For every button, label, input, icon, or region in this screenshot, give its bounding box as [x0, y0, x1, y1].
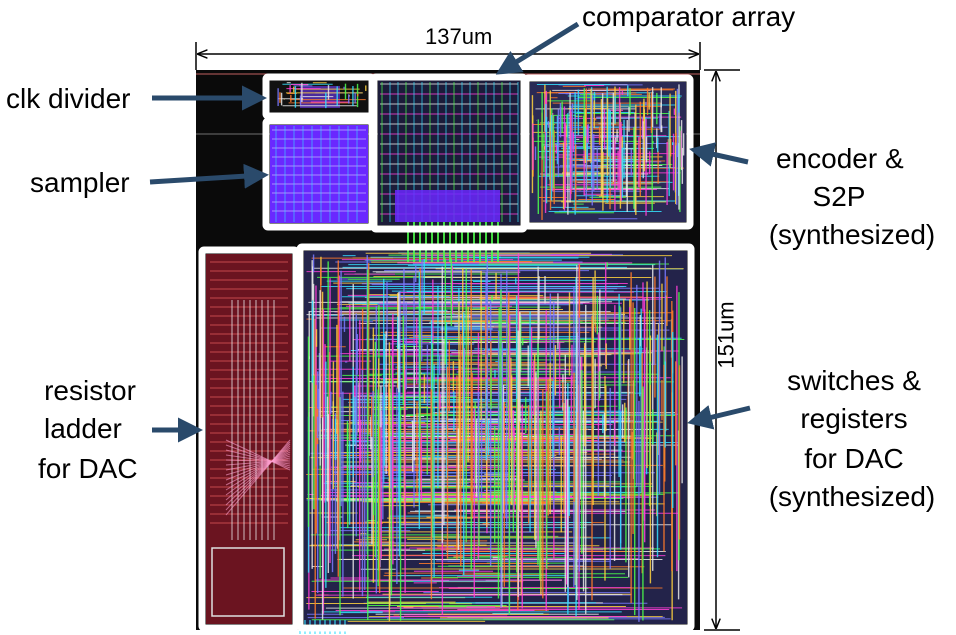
resistor-ladder-label-2: ladder [44, 413, 122, 444]
layout-trace [225, 449, 291, 467]
clk-divider-block [270, 80, 368, 112]
switches-registers-label-4: (synthesized) [768, 481, 936, 512]
layout-trace [225, 449, 291, 491]
switches-registers-label-1: switches & [787, 365, 921, 396]
resistor-ladder-block [206, 254, 292, 624]
resistor-ladder-lines [210, 261, 291, 540]
layout-trace [225, 443, 291, 506]
layout-trace [225, 455, 291, 476]
encoder-s2p-label-2: S2P [812, 181, 866, 212]
callout-arrows [149, 21, 751, 443]
switches-routes [306, 252, 685, 622]
sampler-label: sampler [30, 167, 130, 198]
encoder-s2p-label-1: encoder & [776, 143, 904, 174]
comparator-array-arrow [495, 21, 580, 75]
clk-divider-routes [277, 82, 367, 109]
dimension-width [195, 42, 701, 70]
switches-registers-arrow [687, 405, 751, 430]
layout-trace [225, 459, 291, 466]
encoder-s2p-label-3: (synthesized) [768, 219, 936, 250]
resistor-ladder-label-3: for DAC [38, 453, 138, 484]
encoder-routes [531, 83, 685, 220]
layout-trace [225, 451, 291, 486]
switches-registers-outline [296, 243, 695, 632]
layout-trace [225, 445, 291, 501]
sampler-block [270, 125, 368, 223]
switches-registers-label-2: registers [800, 403, 908, 434]
sampler-arrow [149, 163, 269, 189]
encoder-s2p-block [530, 82, 686, 222]
comparator-array-block [378, 80, 520, 225]
layout-trace [225, 457, 291, 471]
width-dimension-label: 137um [425, 24, 493, 49]
layout-trace [225, 459, 291, 463]
encoder-s2p-arrow [689, 142, 749, 167]
layout-trace [225, 439, 291, 471]
layout-trace [225, 439, 291, 516]
layout-trace [225, 454, 291, 465]
sampler-grid [272, 126, 366, 222]
switches-registers-label-3: for DAC [804, 443, 904, 474]
height-dimension-label: 151um [713, 301, 739, 369]
layout-trace [225, 441, 291, 511]
layout-trace [225, 453, 291, 481]
layout-trace [225, 447, 291, 496]
layout-trace [225, 444, 291, 469]
resistor-ladder-label-1: resistor [44, 375, 136, 406]
comparator-array-label: comparator array [582, 1, 796, 32]
clk-divider-label: clk divider [6, 83, 131, 114]
switches-registers-block [304, 251, 687, 624]
